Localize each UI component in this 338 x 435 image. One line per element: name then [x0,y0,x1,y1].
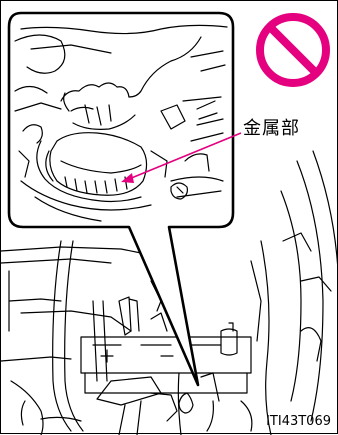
magnified-detail [14,24,228,222]
engine-bay-lines [1,150,338,435]
callout-bubble [7,11,235,387]
prohibited-circle-icon [256,13,330,87]
pointer-arrow [121,132,242,183]
figure-code: ITI43T069 [266,414,331,429]
metal-part-label: 金属部 [243,118,300,139]
